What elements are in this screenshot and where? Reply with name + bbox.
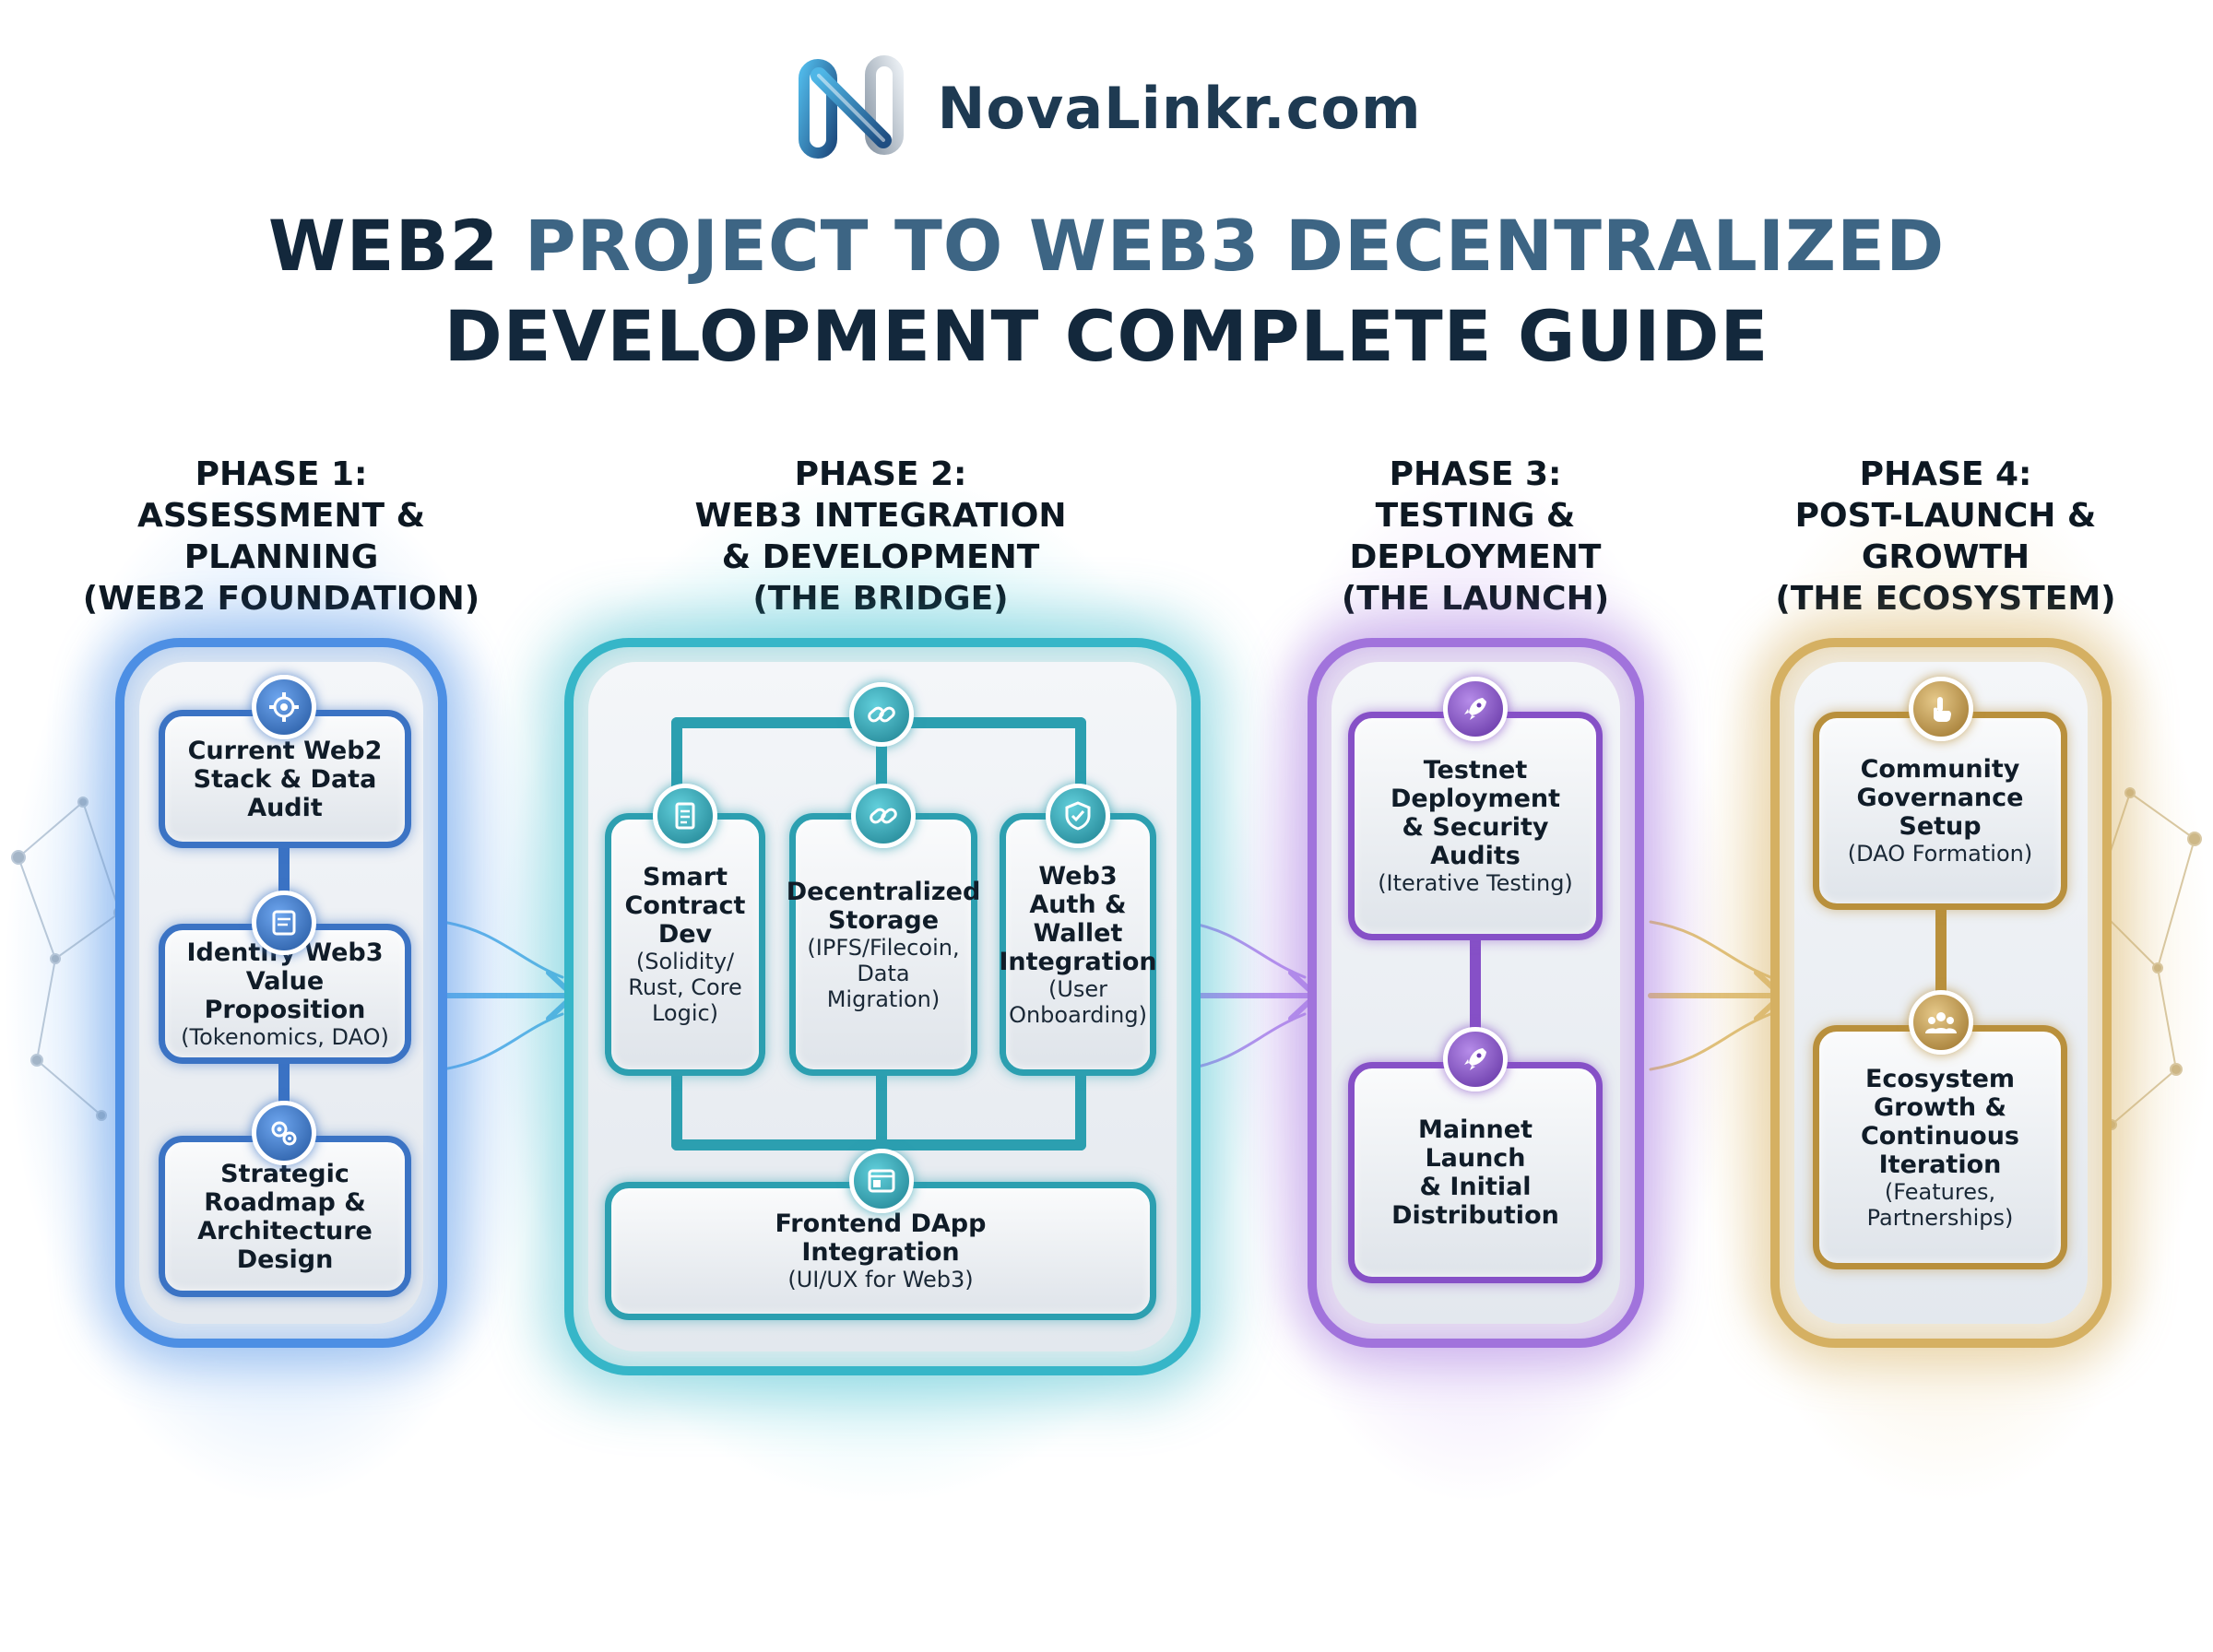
- people-group-icon: [1909, 990, 1973, 1055]
- chain-link-icon: [849, 682, 914, 747]
- contract-document-icon: [653, 784, 717, 848]
- phase-3-heading: PHASE 3: TESTING & DEPLOYMENT (THE LAUNC…: [1341, 455, 1610, 618]
- phase-4-heading: PHASE 4: POST-LAUNCH & GROWTH (THE ECOSY…: [1775, 455, 2116, 618]
- shield-check-icon: [1046, 784, 1110, 848]
- brand-header: NovaLinkr.com: [0, 48, 2213, 168]
- gear-chip-icon: [252, 675, 316, 739]
- browser-window-icon: [849, 1149, 914, 1213]
- page-title: WEB2 PROJECT TO WEB3 DECENTRALIZED DEVEL…: [0, 201, 2213, 382]
- rocket-icon: [1443, 1027, 1508, 1092]
- hand-pointer-icon: [1909, 677, 1973, 741]
- chain-link-n-logo-icon: [799, 55, 905, 159]
- step-web3-auth-wallet: Web3 Auth & Wallet Integration (User Onb…: [999, 813, 1157, 1076]
- step-mainnet-launch: Mainnet Launch & Initial Distribution: [1348, 1062, 1603, 1283]
- phase-2-heading: PHASE 2: WEB3 INTEGRATION & DEVELOPMENT …: [694, 455, 1067, 618]
- step-smart-contract-dev: Smart Contract Dev (Solidity/ Rust, Core…: [605, 813, 765, 1076]
- gears-icon: [252, 1101, 316, 1165]
- chain-link-icon: [851, 784, 916, 848]
- document-tablet-icon: [252, 891, 316, 955]
- brand-name: NovaLinkr.com: [937, 74, 1422, 142]
- phase-1-heading: PHASE 1: ASSESSMENT & PLANNING (WEB2 FOU…: [82, 455, 480, 618]
- title-line-2: DEVELOPMENT COMPLETE GUIDE: [444, 295, 1769, 377]
- step-testnet-deployment: Testnet Deployment & Security Audits (It…: [1348, 712, 1603, 940]
- step-decentralized-storage: Decentralized Storage (IPFS/Filecoin, Da…: [787, 813, 980, 1076]
- title-line-1: WEB2 PROJECT TO WEB3 DECENTRALIZED: [267, 205, 1946, 287]
- step-ecosystem-growth: Ecosystem Growth & Continuous Iteration …: [1813, 1025, 2067, 1269]
- step-community-governance: Community Governance Setup (DAO Formatio…: [1813, 712, 2067, 910]
- step-strategic-roadmap: Strategic Roadmap & Architecture Design: [159, 1136, 411, 1297]
- rocket-icon: [1443, 677, 1508, 741]
